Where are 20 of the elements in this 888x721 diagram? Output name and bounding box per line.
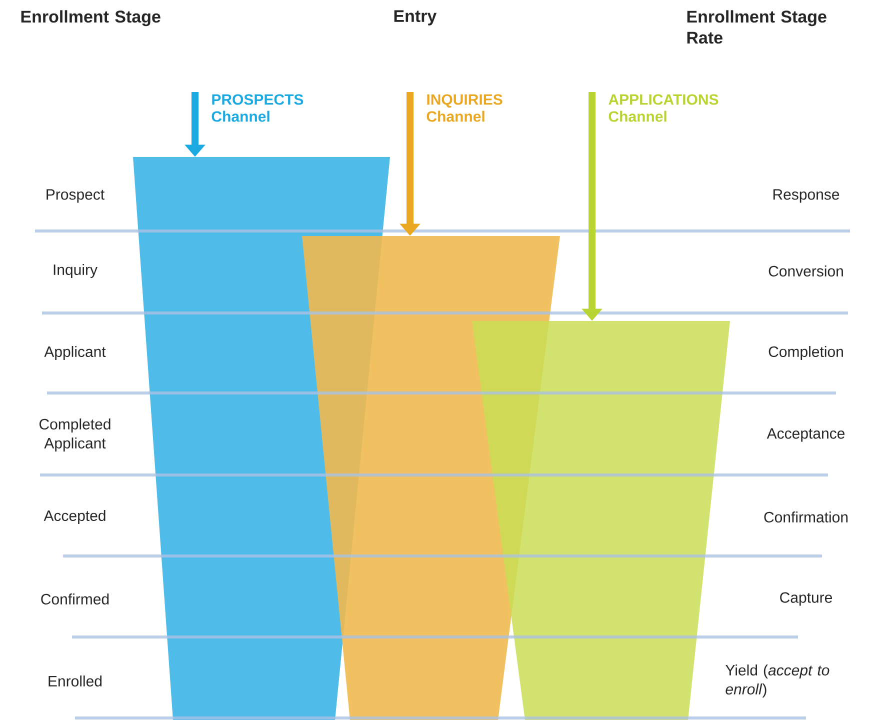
channel-label: APPLICATIONS Channel [608,94,718,122]
channel-label: INQUIRIES Channel [426,94,502,122]
stage-label: Completed Applicant [40,418,110,452]
stage-label: Acceptance [766,428,845,442]
stage-label: Accepted [44,510,106,524]
stage-label: Confirmation [764,512,848,522]
column-heading: Enrollment Stage [21,10,160,26]
column-heading: Enrollment Stage Rate [687,10,826,44]
stage-label: Yield (accept to enroll) [726,664,830,698]
stage-label: Prospect [46,189,104,203]
column-heading: Entry [394,10,437,26]
stage-label: Capture [780,592,832,606]
stage-label: Confirmed [41,594,109,604]
stage-label: Enrolled [48,676,102,686]
channel-label: PROSPECTS Channel [212,94,304,122]
stage-label: Conversion [768,266,843,276]
stage-label: Response [773,189,840,203]
stage-label: Inquiry [54,264,98,278]
stage-label: Completion [768,346,843,360]
stage-label: Applicant [44,346,106,360]
